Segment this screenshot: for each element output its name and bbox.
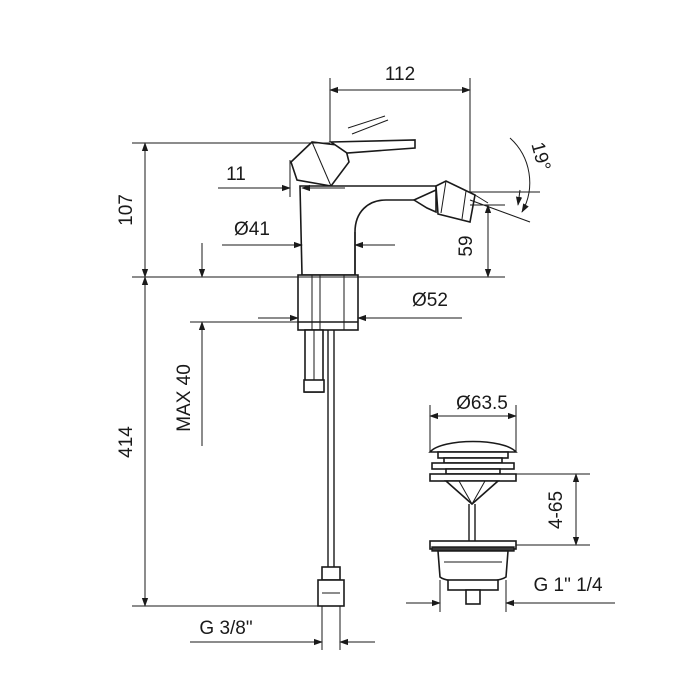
dim-waste-range: 4-65	[546, 491, 567, 529]
dim-outlet-height: 59	[456, 235, 477, 256]
mixer-drawing	[290, 115, 489, 607]
waste-dimensions: Ø63.5 4-65 G 1" 1/4	[406, 393, 615, 612]
threaded-stud	[303, 329, 325, 393]
dim-body-height: 107	[116, 194, 137, 226]
dim-max-deck-thickness: MAX 40	[174, 364, 195, 432]
dim-waste-diameter: Ø63.5	[456, 393, 508, 414]
lever-handle	[290, 115, 416, 187]
dim-base-diameter: Ø52	[412, 290, 448, 311]
dim-spout-reach: 112	[385, 64, 415, 85]
dim-total-length: 414	[116, 426, 137, 458]
dim-supply-connection: G 3/8"	[199, 618, 252, 639]
spout-outlet	[412, 180, 489, 223]
dim-body-diameter: Ø41	[234, 219, 270, 240]
dim-spout-angle: 19°	[526, 140, 554, 173]
flexible-hose	[317, 330, 345, 607]
dim-handle-offset: 11	[226, 164, 246, 185]
dim-waste-thread: G 1" 1/4	[533, 575, 602, 596]
waste-drawing	[428, 440, 518, 605]
base-collar	[297, 274, 359, 331]
mixer-dimensions: 112 107 414 MAX 40 11 Ø41 Ø52 59	[116, 64, 554, 650]
